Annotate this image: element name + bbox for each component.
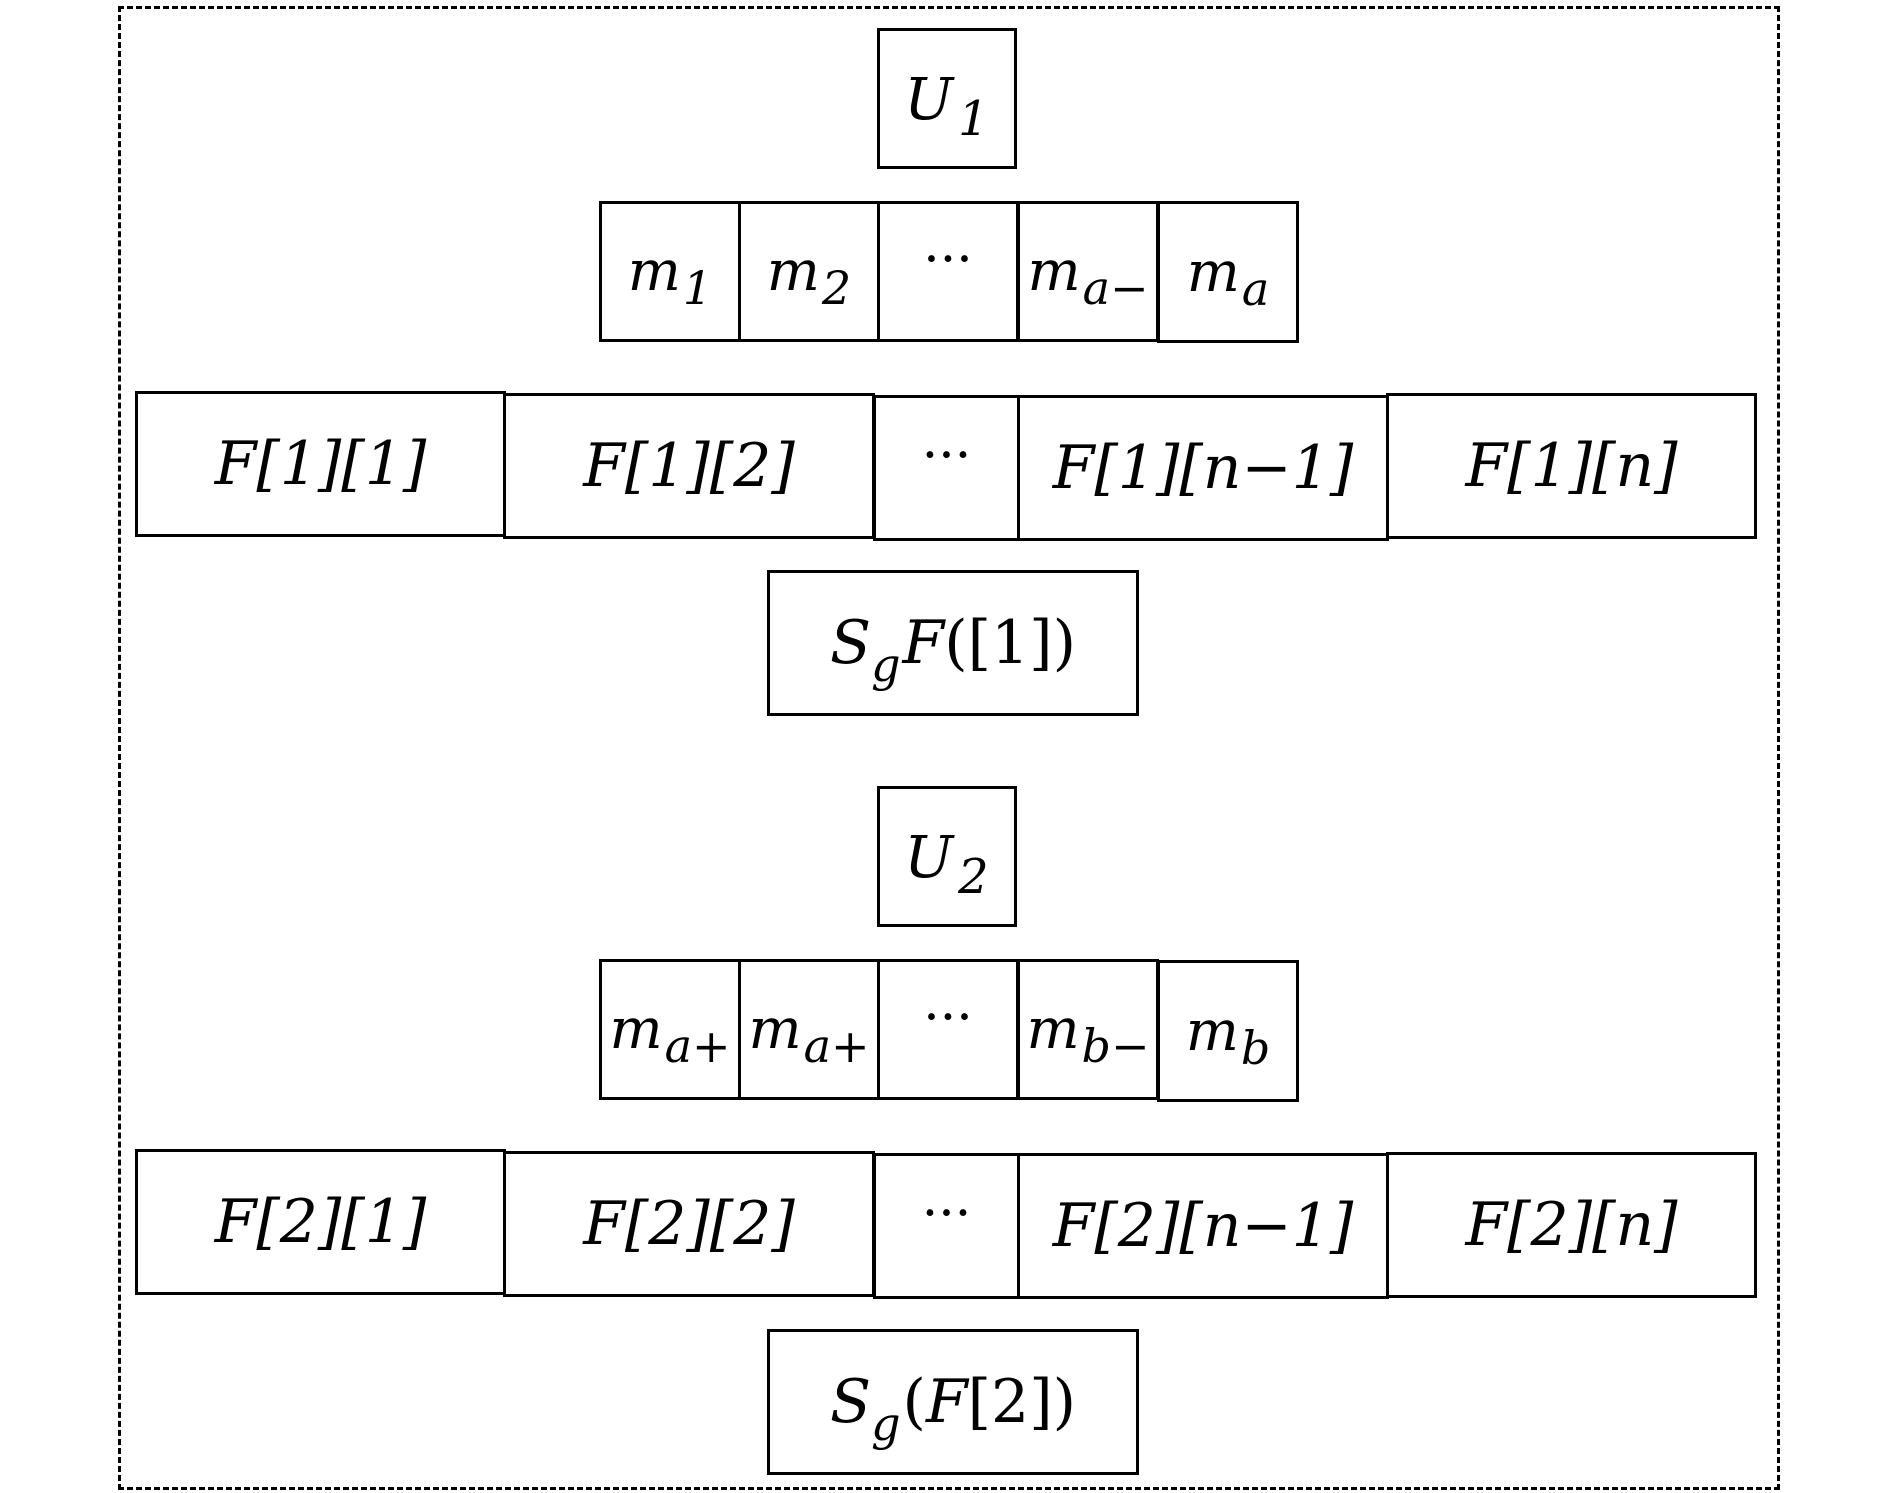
f-cell-2-1: F[2][1]	[135, 1149, 506, 1295]
m-cell-2-5: mb	[1157, 960, 1299, 1102]
m-cell-1-1: m1	[599, 201, 741, 342]
m-cell-1-2: m2	[738, 201, 880, 342]
f-cell-1-2: F[1][2]	[503, 393, 875, 539]
f-cell-2-5: F[2][n]	[1386, 1152, 1757, 1298]
f-cell-1-5: F[1][n]	[1386, 393, 1757, 539]
u1-box: U1	[877, 28, 1017, 169]
sg-label-2: Sg(F[2])	[829, 1367, 1077, 1451]
sg-label-1: SgF([1])	[829, 608, 1076, 692]
u2-label: U2	[904, 822, 990, 905]
m-cell-2-4: mb−	[1017, 959, 1159, 1100]
m-cell-2-ellipsis: ···	[877, 959, 1019, 1100]
f-cell-2-4: F[2][n−1]	[1017, 1153, 1389, 1299]
outer-dashed-frame	[118, 6, 1780, 1490]
f-cell-1-ellipsis: ···	[873, 395, 1020, 541]
sg-box-1: SgF([1])	[767, 570, 1139, 716]
u2-box: U2	[877, 786, 1017, 927]
m-cell-2-2: ma+	[738, 959, 880, 1100]
m-cell-1-ellipsis: ···	[877, 201, 1019, 342]
m-cell-1-5: ma	[1157, 201, 1299, 343]
f-cell-1-4: F[1][n−1]	[1017, 395, 1389, 541]
f-cell-2-2: F[2][2]	[503, 1151, 875, 1297]
u1-label: U1	[904, 64, 990, 147]
f-cell-1-1: F[1][1]	[135, 391, 506, 537]
m-cell-1-4: ma−	[1017, 201, 1159, 342]
f-cell-2-ellipsis: ···	[873, 1153, 1020, 1299]
m-cell-2-1: ma+	[599, 959, 741, 1100]
sg-box-2: Sg(F[2])	[767, 1329, 1139, 1475]
